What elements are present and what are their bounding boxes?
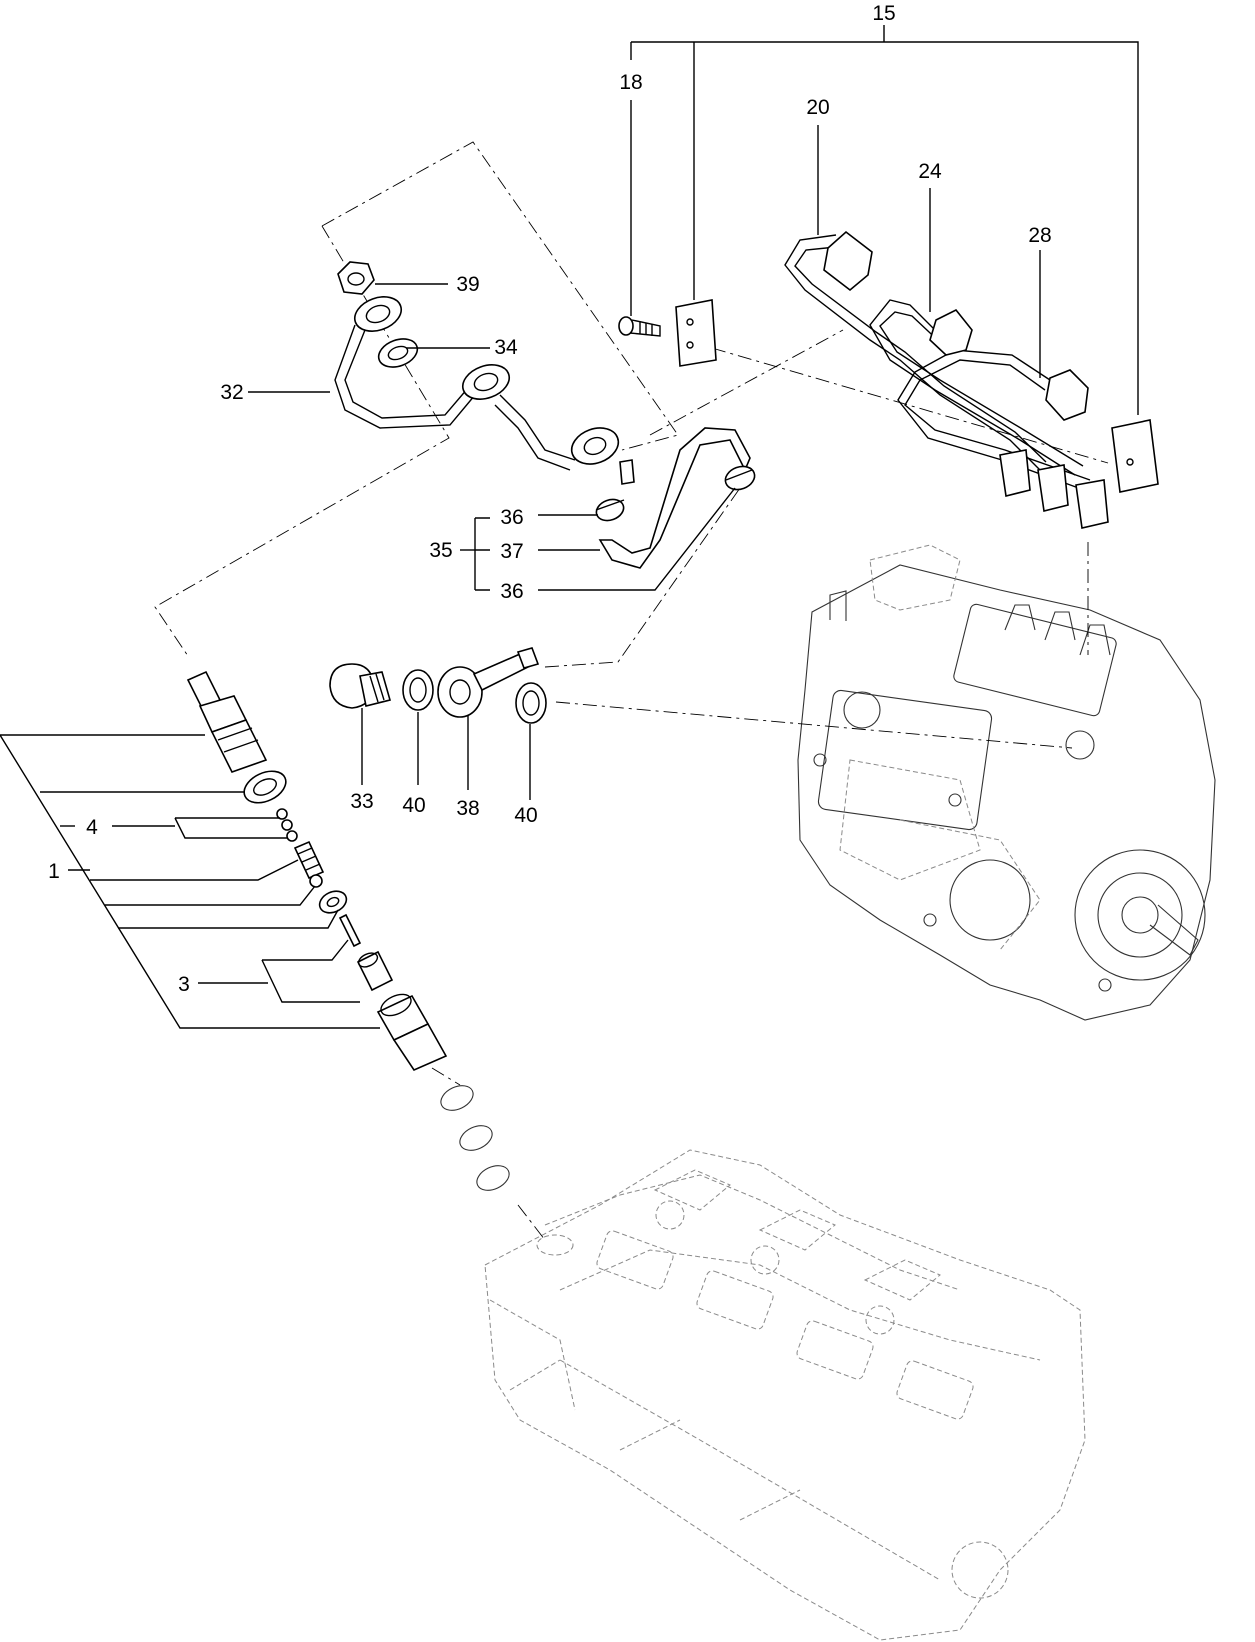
callout-37: 37 [500,540,523,563]
callout-33: 33 [350,790,373,813]
callout-35: 35 [429,539,452,562]
fuel-pipe-icon [784,230,1109,529]
callout-34: 34 [494,336,518,359]
callout-32: 32 [220,381,243,404]
callout-36-bottom: 36 [500,580,523,603]
washer-icon [515,682,547,724]
callout-36-top: 36 [500,506,523,529]
callouts: 15 18 20 24 28 39 34 32 36 35 37 36 33 4… [48,2,1052,996]
overflow-pipe-icon [334,296,635,485]
screw-icon [618,316,661,337]
nut-icon [337,261,375,295]
pipe-clamp-icon [675,299,1159,493]
callout-38: 38 [456,797,479,820]
nozzle-icon [186,670,448,1072]
banjo-bolt-icon [329,663,391,709]
callout-39: 39 [456,273,479,296]
banjo-icon [437,647,540,718]
callout-28: 28 [1028,224,1051,247]
center-lines [154,141,1109,1241]
cylinder-head-icon [484,1149,1086,1641]
callout-24: 24 [918,160,942,183]
callout-40-left: 40 [402,794,425,817]
callout-3: 3 [178,973,190,996]
gasket-washers [440,1085,510,1191]
callout-1: 1 [48,860,60,883]
washer-icon [402,669,434,711]
callout-18: 18 [619,71,642,94]
callout-40-right: 40 [514,804,537,827]
callout-15: 15 [872,2,895,25]
callout-4: 4 [86,816,98,839]
injection-pump-icon [797,544,1216,1021]
washer-icon [377,338,419,368]
leader-lines [0,25,1139,1029]
hose-icon [595,427,756,569]
callout-20: 20 [806,96,829,119]
